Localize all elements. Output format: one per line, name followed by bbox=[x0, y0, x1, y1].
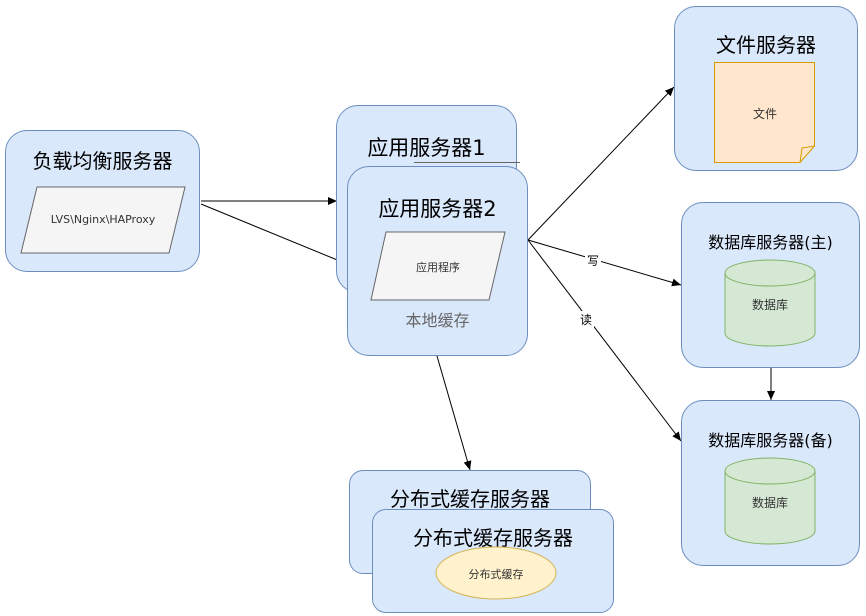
app-server-1-inner-edge bbox=[414, 162, 520, 169]
file-document-label: 文件 bbox=[752, 107, 777, 121]
file-server-title: 文件服务器 bbox=[716, 33, 816, 57]
db-backup-label: 数据库 bbox=[751, 496, 788, 510]
edge-app-to-db-primary bbox=[527, 239, 682, 287]
edge-app-to-file bbox=[527, 86, 675, 241]
edge-write-label: 写 bbox=[585, 252, 602, 269]
edge-app-to-dist-cache bbox=[436, 355, 472, 471]
app-server-1-title: 应用服务器1 bbox=[367, 136, 486, 160]
local-cache-label: 本地缓存 bbox=[405, 311, 470, 330]
db-backup-cylinder-icon: 数据库 bbox=[724, 457, 816, 545]
load-balancer-software: LVS\Nginx\HAProxy bbox=[20, 186, 186, 254]
dist-cache-front-title: 分布式缓存服务器 bbox=[413, 526, 573, 550]
db-backup-title: 数据库服务器(备) bbox=[708, 431, 833, 450]
load-balancer-software-label: LVS\Nginx\HAProxy bbox=[50, 213, 156, 226]
edge-lb-to-app2 bbox=[200, 203, 348, 265]
dist-cache-ellipse-label: 分布式缓存 bbox=[468, 568, 524, 581]
load-balancer-title: 负载均衡服务器 bbox=[32, 149, 173, 173]
dist-cache-back-title: 分布式缓存服务器 bbox=[390, 487, 550, 511]
app-program-label: 应用程序 bbox=[416, 261, 460, 274]
dist-cache-ellipse: 分布式缓存 bbox=[435, 546, 557, 600]
app-server-2-title: 应用服务器2 bbox=[378, 197, 497, 221]
edge-read-label: 读 bbox=[578, 311, 595, 328]
db-primary-cylinder-icon: 数据库 bbox=[724, 259, 816, 347]
file-document-icon: 文件 bbox=[714, 62, 816, 163]
db-primary-label: 数据库 bbox=[751, 298, 788, 312]
edge-app-to-db-backup bbox=[527, 239, 682, 442]
db-primary-title: 数据库服务器(主) bbox=[708, 233, 833, 252]
app-program: 应用程序 bbox=[370, 231, 506, 301]
